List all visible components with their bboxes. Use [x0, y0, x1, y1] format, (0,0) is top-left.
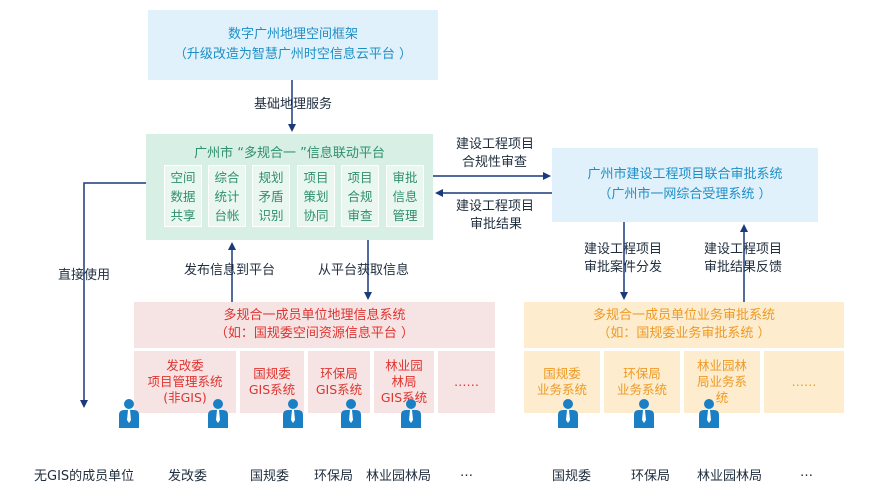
label-feedback-1: 建设工程项目 — [704, 242, 783, 257]
platform-cell-statistics: 综合统计台帐 — [208, 165, 246, 227]
spatial-framework-box: 数字广州地理空间框架 （升级改造为智慧广州时空信息云平台 ） — [148, 10, 438, 80]
joint-approval-system: 广州市建设工程项目联合审批系统 （广州市一网综合受理系统 ） — [552, 148, 818, 222]
person-icon — [634, 399, 654, 428]
label-compliance-2: 合规性审查 — [462, 155, 528, 170]
gis-sub-hbj-line2: GIS系统 — [315, 382, 363, 397]
label-fetch: 从平台获取信息 — [318, 263, 410, 278]
gis-sub-fgw-line3: (非GIS) — [163, 390, 207, 405]
gis-sub-fgw-line1: 发改委 — [166, 358, 204, 373]
gis-sub-hbj-line1: 环保局 — [320, 366, 358, 381]
bottom-label-hbj-2: 环保局 — [631, 469, 671, 484]
member-gis-systems: 多规合一成员单位地理信息系统 （如：国规委空间资源信息平台 ） — [134, 302, 495, 348]
platform-cell-spatial-data: 空间数据共享 — [164, 165, 202, 227]
person-icon — [283, 399, 303, 428]
bottom-label-no-gis: 无GIS的成员单位 — [34, 469, 135, 484]
label-compliance-1: 建设工程项目 — [456, 137, 535, 152]
person-icon — [699, 399, 719, 428]
gis-sub-more-line1: …… — [454, 374, 479, 389]
bottom-label-gw-2: 国规委 — [552, 469, 592, 484]
gis-sub-hbj: 环保局 GIS系统 — [308, 351, 370, 413]
bottom-label-lyj-2: 林业园林局 — [697, 469, 763, 484]
biz-sub-hbj-line2: 业务系统 — [616, 382, 667, 397]
platform-cell-compliance: 项目合规审查 — [341, 165, 379, 227]
spatial-framework-title: 数字广州地理空间框架 — [227, 27, 358, 42]
member-gis-title: 多规合一成员单位地理信息系统 — [223, 308, 406, 323]
label-direct-use: 直接使用 — [58, 268, 111, 283]
gis-sub-more: …… — [438, 351, 495, 413]
label-publish: 发布信息到平台 — [184, 263, 276, 278]
bottom-label-gw: 国规委 — [250, 469, 290, 484]
biz-sub-hbj-line1: 环保局 — [623, 366, 661, 381]
label-result-2: 审批结果 — [470, 217, 523, 232]
biz-sub-gw-line1: 国规委 — [543, 366, 581, 381]
member-business-subtitle: （如：国规委业务审批系统 ） — [597, 326, 771, 341]
bottom-label-hbj: 环保局 — [314, 469, 354, 484]
person-icon — [401, 399, 421, 428]
platform-cell-approval: 审批信息管理 — [386, 165, 424, 227]
person-icon — [558, 399, 578, 428]
label-result-1: 建设工程项目 — [456, 199, 535, 214]
gis-sub-lyj-line1: 林业园 — [385, 358, 423, 373]
member-business-title: 多规合一成员单位业务审批系统 — [592, 308, 775, 323]
label-dispatch-2: 审批案件分发 — [584, 260, 663, 275]
arrow-direct-use — [80, 182, 146, 408]
platform-title: 广州市 “多规合一 ”信息联动平台 — [194, 146, 385, 161]
gis-sub-gw-line2: GIS系统 — [248, 382, 296, 397]
gis-sub-fgw-line2: 项目管理系统 — [147, 374, 223, 389]
platform-cell-planning: 项目策划协同 — [297, 165, 335, 227]
biz-sub-lyj-line2: 局业务系 — [696, 374, 747, 389]
biz-sub-lyj-line1: 林业园林 — [696, 358, 747, 373]
gis-sub-gw-line1: 国规委 — [253, 366, 291, 381]
biz-sub-gw-line2: 业务系统 — [536, 382, 587, 397]
gis-sub-lyj-line2: 林局 — [391, 374, 417, 389]
bottom-label-more-1: … — [460, 465, 473, 480]
bottom-label-fgw: 发改委 — [168, 469, 208, 484]
label-feedback-2: 审批结果反馈 — [704, 260, 783, 275]
bottom-label-lyj: 林业园林局 — [366, 469, 432, 484]
label-dispatch-1: 建设工程项目 — [584, 242, 663, 257]
label-basic-service: 基础地理服务 — [254, 97, 333, 112]
person-icon — [341, 399, 361, 428]
joint-approval-title: 广州市建设工程项目联合审批系统 — [587, 167, 783, 182]
biz-sub-lyj-line3: 统 — [715, 390, 729, 405]
member-gis-subtitle: （如：国规委空间资源信息平台 ） — [214, 326, 415, 341]
joint-approval-subtitle: （广州市一网综合受理系统 ） — [598, 187, 772, 202]
spatial-framework-subtitle: （升级改造为智慧广州时空信息云平台 ） — [173, 47, 413, 62]
biz-sub-lyj: 林业园林 局业务系 统 — [684, 351, 760, 413]
biz-sub-more: …… — [764, 351, 844, 413]
biz-sub-gw: 国规委 业务系统 — [524, 351, 600, 413]
platform-cell-conflict: 规划矛盾识别 — [252, 165, 290, 227]
gis-sub-lyj-line3: GIS系统 — [380, 390, 428, 405]
gis-sub-lyj: 林业园 林局 GIS系统 — [374, 351, 434, 413]
member-business-systems: 多规合一成员单位业务审批系统 （如：国规委业务审批系统 ） — [524, 302, 844, 348]
person-icon — [208, 399, 228, 428]
person-icon — [119, 399, 139, 428]
biz-sub-more-line1: …… — [791, 374, 817, 389]
bottom-label-more-2: … — [800, 465, 813, 480]
